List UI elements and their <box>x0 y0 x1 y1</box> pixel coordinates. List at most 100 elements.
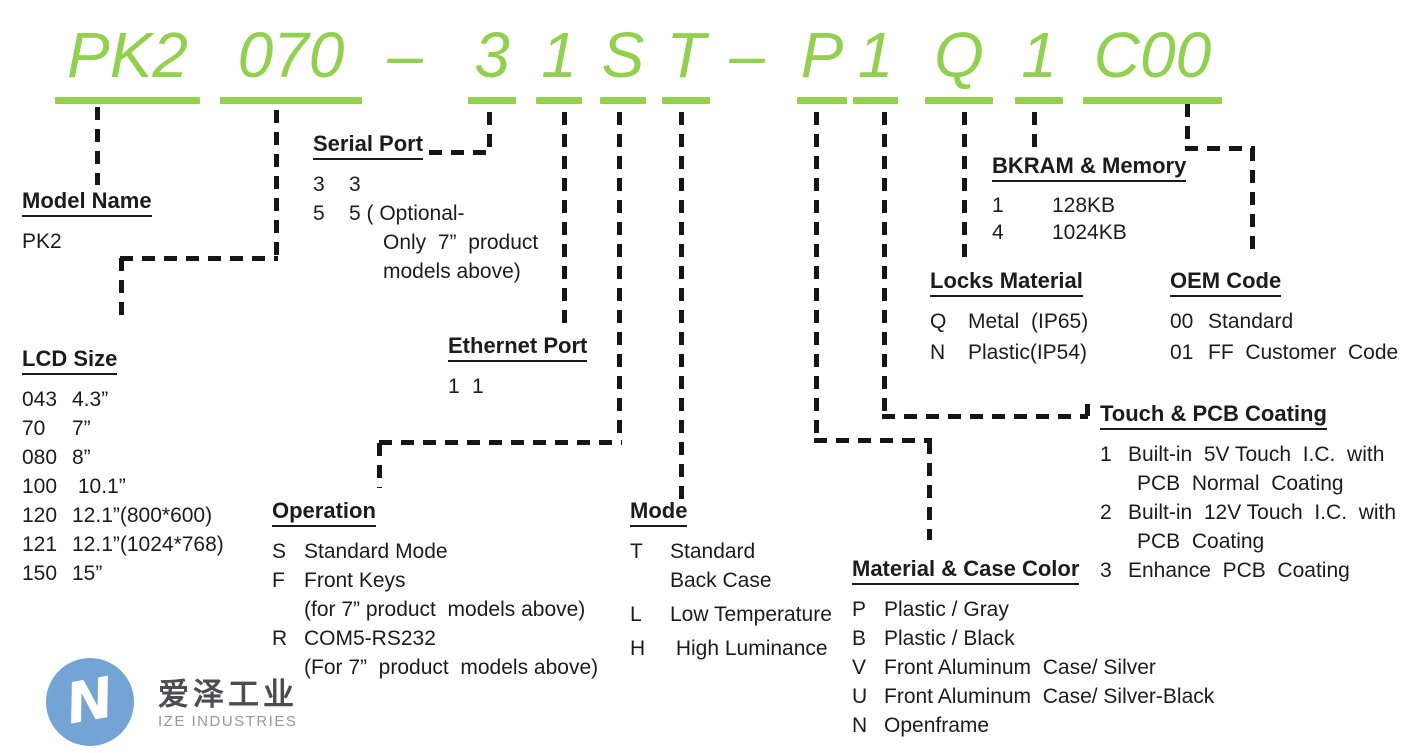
code-segment-lcd: 070 <box>220 16 362 104</box>
list-item: R COM5-RS232 (For 7” product models above) <box>272 624 598 682</box>
item-label: 8” <box>72 446 91 469</box>
item-label: Front Keys <box>304 569 406 592</box>
logo: N 爱泽工业 IZE INDUSTRIES <box>44 656 298 753</box>
item-code: 4 <box>992 221 1004 244</box>
item-code: S <box>272 540 287 563</box>
connector-material <box>814 112 819 440</box>
item-label: (For 7” product models above) <box>304 656 599 679</box>
item-code: L <box>630 603 642 626</box>
section-touch-pcb-coating: Touch & PCB Coating 1 Built-in 5V Touch I… <box>1100 401 1396 585</box>
item-code: R <box>272 627 288 650</box>
item-label: Standard <box>1208 310 1294 333</box>
item-label: FF Customer Code <box>1208 341 1399 364</box>
list-item: N Plastic(IP54) <box>930 338 1088 367</box>
item-code: 3 <box>1100 559 1112 582</box>
connector-touch-coating <box>882 414 1088 419</box>
section-header: Serial Port <box>313 131 424 160</box>
list-item: H High Luminance <box>630 634 832 663</box>
item-code: 1 <box>992 194 1004 217</box>
connector-model-name <box>95 107 100 185</box>
item-code: P <box>852 598 867 621</box>
item-code: F <box>272 569 285 592</box>
connector-material <box>814 438 932 443</box>
item-label: Openframe <box>884 714 990 737</box>
item-code: H <box>630 637 646 660</box>
item-code: 1 <box>1100 443 1112 466</box>
section-header: BKRAM & Memory <box>992 153 1187 182</box>
item-label: COM5-RS232 <box>304 627 436 650</box>
connector-material <box>927 441 932 540</box>
item-label: Plastic(IP54) <box>968 341 1088 364</box>
item-code: 2 <box>1100 501 1112 524</box>
item-label: Enhance PCB Coating <box>1128 559 1350 582</box>
list-item: P Plastic / Gray <box>852 595 1214 624</box>
section-header: OEM Code <box>1170 268 1282 297</box>
connector-lcd <box>119 258 124 324</box>
section-header: Locks Material <box>930 268 1083 297</box>
item-code: 01 <box>1170 341 1194 364</box>
list-item: F Front Keys (for 7” product models above) <box>272 566 598 624</box>
item-label: Only 7” product <box>383 231 539 254</box>
logo-text: 爱泽工业 IZE INDUSTRIES <box>158 677 298 732</box>
connector-lcd <box>120 256 278 261</box>
connector-oem-code <box>1185 146 1255 151</box>
item-label: Plastic / Gray <box>884 598 1009 621</box>
code-segment-operation: S <box>600 16 646 104</box>
item-label: PCB Normal Coating <box>1137 472 1344 495</box>
item-code: T <box>630 540 643 563</box>
item-code: N <box>930 341 946 364</box>
item-code: 3 <box>313 173 325 196</box>
item-label: Standard Mode <box>304 540 448 563</box>
connector-serial-port <box>487 112 492 150</box>
item-label: High Luminance <box>670 637 828 660</box>
item-label: Metal (IP65) <box>968 310 1089 333</box>
section-model-name: Model Name PK2 <box>22 188 152 256</box>
item-label: 1024KB <box>1052 221 1127 244</box>
list-item: 01 FF Customer Code <box>1170 338 1398 367</box>
item-code: 00 <box>1170 310 1194 333</box>
item-code: B <box>852 627 867 650</box>
item-label: 15” <box>72 562 103 585</box>
item-code: 1 <box>448 375 460 398</box>
code-segment-mode: T <box>662 16 710 104</box>
item-code: N <box>852 714 868 737</box>
ize-industries-logo-icon: N <box>44 656 136 753</box>
section-header: Touch & PCB Coating <box>1100 401 1327 430</box>
item-code: 080 <box>22 446 58 469</box>
item-label: 10.1” <box>72 475 126 498</box>
item-label: Front Aluminum Case/ Silver-Black <box>884 685 1215 708</box>
item-label: Standard <box>670 540 756 563</box>
connector-operation <box>377 443 382 488</box>
connector-touch-coating <box>882 112 887 412</box>
item-code: 70 <box>22 417 46 440</box>
section-header: Operation <box>272 498 376 527</box>
list-item: S Standard Mode <box>272 537 598 566</box>
item-code: V <box>852 656 867 679</box>
item-code: 121 <box>22 533 58 556</box>
item-label: Back Case <box>670 569 772 592</box>
code-separator-dash: – <box>387 19 423 91</box>
list-item: N Openframe <box>852 711 1214 740</box>
code-separator-dash: – <box>729 19 765 91</box>
item-label: Low Temperature <box>670 603 832 626</box>
section-header: Mode <box>630 498 688 527</box>
item-label: Built-in 5V Touch I.C. with <box>1128 443 1385 466</box>
section-header: Ethernet Port <box>448 333 588 362</box>
section-operation: Operation S Standard Mode F Front Keys (for… <box>272 498 598 682</box>
item-label: 7” <box>72 417 91 440</box>
item-label: 1 <box>472 375 484 398</box>
item-label: (for 7” product models above) <box>304 598 586 621</box>
code-segment-bkram: 1 <box>1015 16 1063 104</box>
